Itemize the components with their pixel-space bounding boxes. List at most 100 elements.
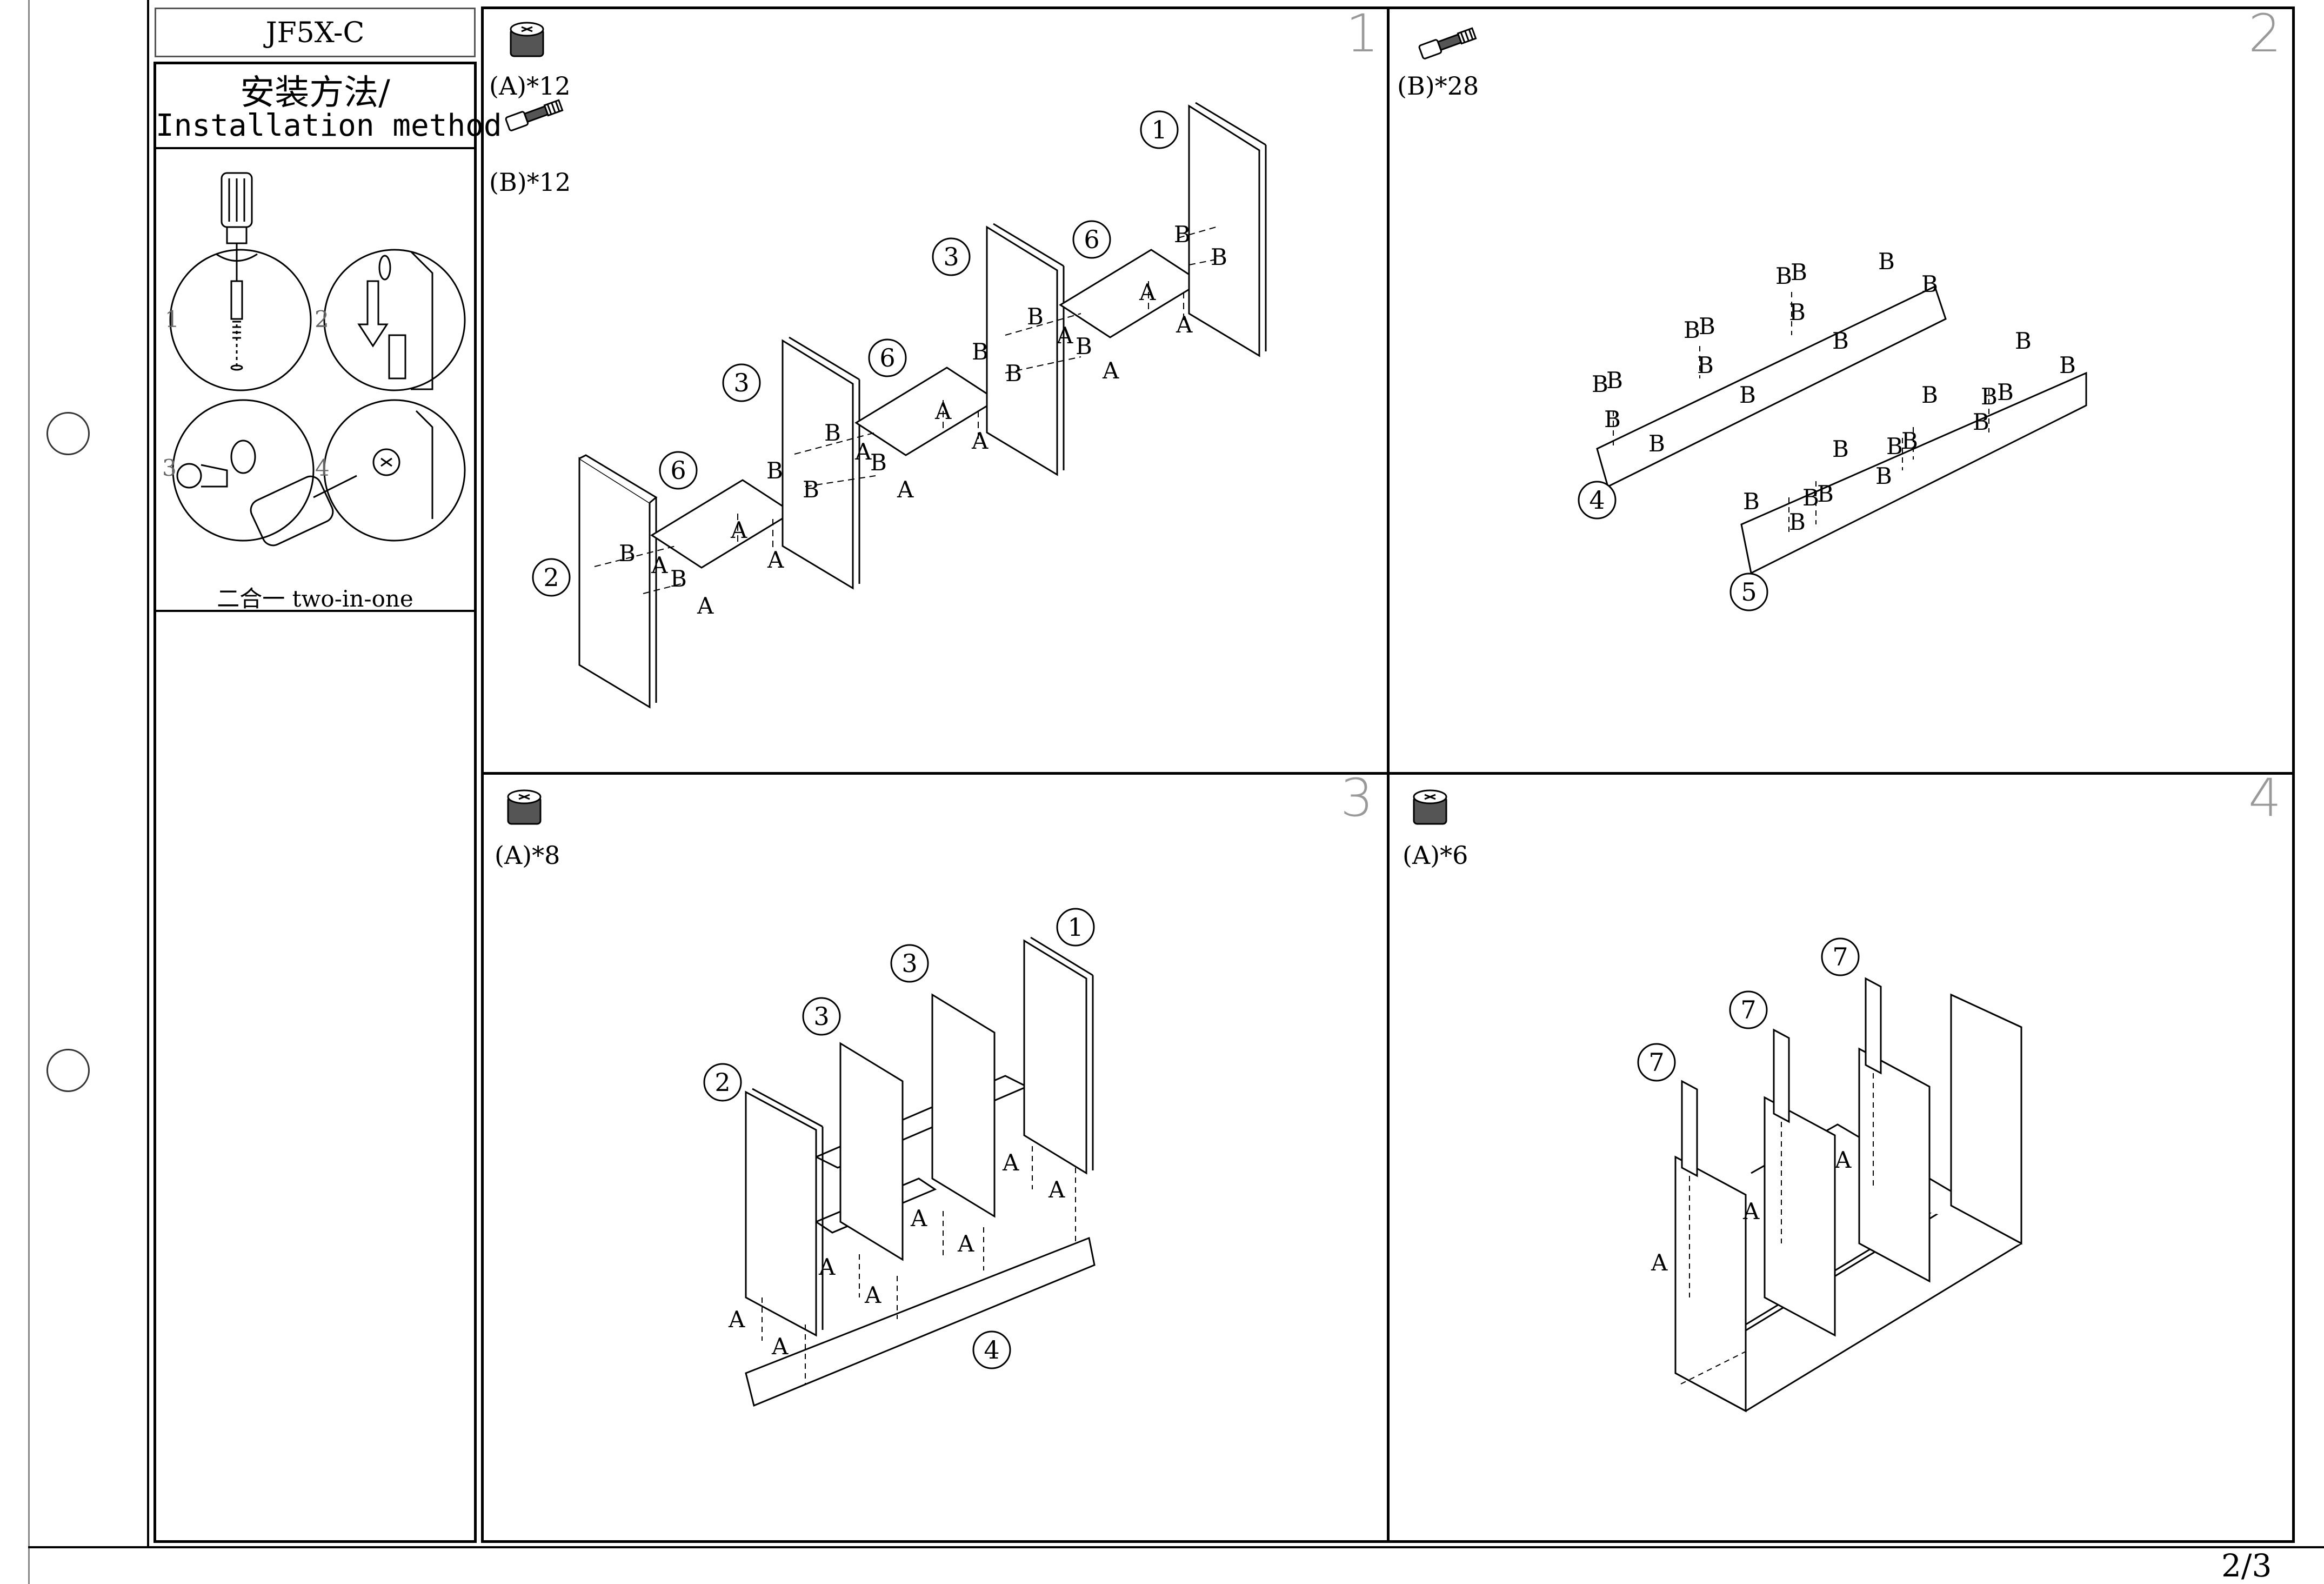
svg-text:A: A — [1056, 322, 1073, 349]
callout: 4 — [984, 1335, 999, 1365]
svg-text:B: B — [2059, 352, 2076, 378]
svg-text:A: A — [1742, 1198, 1760, 1224]
svg-text:B: B — [1875, 463, 1892, 489]
svg-text:B: B — [1592, 371, 1608, 397]
outer-frame — [28, 0, 2324, 1584]
svg-text:A: A — [854, 438, 872, 465]
callout: 7 — [1648, 1048, 1664, 1077]
cam-lock-icon — [507, 789, 542, 825]
callout: 3 — [901, 949, 917, 978]
svg-text:B: B — [1791, 259, 1807, 285]
svg-text:B: B — [670, 565, 687, 592]
svg-text:A: A — [1002, 1149, 1019, 1176]
callout: 1 — [1067, 913, 1083, 942]
binding-hole-top — [46, 412, 90, 455]
method-caption: 二合一 two-in-one — [217, 585, 413, 612]
svg-text:A: A — [818, 1254, 836, 1280]
step-number-2: 2 — [2248, 3, 2282, 64]
step-number-3: 3 — [1340, 768, 1374, 828]
method-circle-1 — [169, 249, 312, 391]
svg-text:B: B — [803, 476, 819, 503]
svg-text:B: B — [1789, 509, 1806, 535]
svg-text:A: A — [730, 517, 747, 543]
svg-text:A: A — [1139, 279, 1156, 305]
page-number: 2/3 — [2221, 1547, 2272, 1584]
svg-text:A: A — [910, 1205, 927, 1232]
callout: 3 — [813, 1002, 829, 1031]
title-en: Installation method — [156, 108, 502, 143]
svg-text:B: B — [1832, 328, 1849, 354]
method-column — [153, 62, 477, 1543]
part-qty-3a: (A)*8 — [495, 841, 560, 870]
svg-text:A: A — [771, 1333, 789, 1360]
svg-text:B: B — [1174, 221, 1191, 248]
method-circle-4 — [323, 399, 466, 542]
callout: 3 — [733, 368, 749, 397]
model-box: JF5X-C — [155, 8, 476, 57]
dowel-bolt-icon — [1418, 27, 1477, 59]
svg-text:B: B — [1005, 360, 1022, 387]
svg-text:B: B — [1606, 367, 1623, 394]
svg-text:B: B — [1817, 481, 1834, 507]
svg-text:B: B — [1699, 313, 1715, 340]
svg-text:B: B — [1832, 436, 1849, 462]
part-qty-2b: (B)*28 — [1397, 71, 1479, 101]
title-divider — [156, 147, 475, 149]
callout: 6 — [670, 456, 686, 485]
svg-text:A: A — [971, 428, 989, 454]
method-step-2: 2 — [315, 306, 329, 332]
svg-text:B: B — [619, 540, 636, 567]
callout: 6 — [1084, 225, 1099, 254]
cam-lock-icon — [510, 22, 544, 57]
svg-text:A: A — [1176, 311, 1193, 338]
svg-text:B: B — [766, 457, 783, 484]
svg-text:A: A — [864, 1282, 881, 1308]
svg-text:B: B — [1076, 333, 1092, 360]
svg-text:A: A — [1834, 1147, 1852, 1173]
svg-text:B: B — [1211, 244, 1227, 270]
binding-hole-bottom — [46, 1049, 90, 1092]
callout: 4 — [1589, 485, 1605, 515]
callout: 7 — [1740, 995, 1756, 1024]
callout: 6 — [879, 343, 895, 372]
svg-text:A: A — [651, 552, 668, 578]
grid-horizontal-divider — [481, 772, 2295, 775]
svg-text:A: A — [897, 476, 914, 503]
svg-text:B: B — [1789, 299, 1806, 325]
svg-text:A: A — [934, 398, 952, 424]
cam-lock-icon — [1413, 789, 1447, 825]
grid-vertical-divider — [1387, 6, 1390, 1543]
dowel-bolt-icon — [505, 99, 564, 131]
svg-text:B: B — [1697, 352, 1714, 378]
callout: 7 — [1832, 942, 1848, 971]
callout: 3 — [943, 242, 959, 271]
callout: 2 — [543, 563, 559, 592]
svg-text:B: B — [1973, 409, 1989, 435]
svg-text:A: A — [1651, 1249, 1668, 1276]
callout: 1 — [1151, 115, 1167, 144]
svg-text:B: B — [1878, 248, 1895, 275]
method-step-4: 4 — [315, 455, 330, 481]
method-divider — [156, 610, 475, 612]
svg-text:B: B — [1027, 303, 1044, 330]
callout: 5 — [1741, 577, 1757, 607]
svg-text:B: B — [1684, 317, 1700, 343]
svg-text:A: A — [1102, 357, 1119, 384]
svg-text:B: B — [1901, 428, 1918, 454]
footer-line — [28, 1546, 2324, 1548]
svg-text:B: B — [1997, 379, 2014, 405]
svg-text:A: A — [1048, 1176, 1065, 1203]
svg-text:B: B — [1775, 263, 1792, 289]
part-qty-4a: (A)*6 — [1403, 841, 1468, 870]
svg-text:A: A — [728, 1306, 745, 1333]
step-number-4: 4 — [2248, 768, 2282, 828]
svg-text:B: B — [972, 338, 989, 365]
svg-text:B: B — [1886, 433, 1903, 460]
svg-text:A: A — [767, 547, 784, 573]
model-number: JF5X-C — [265, 17, 365, 49]
